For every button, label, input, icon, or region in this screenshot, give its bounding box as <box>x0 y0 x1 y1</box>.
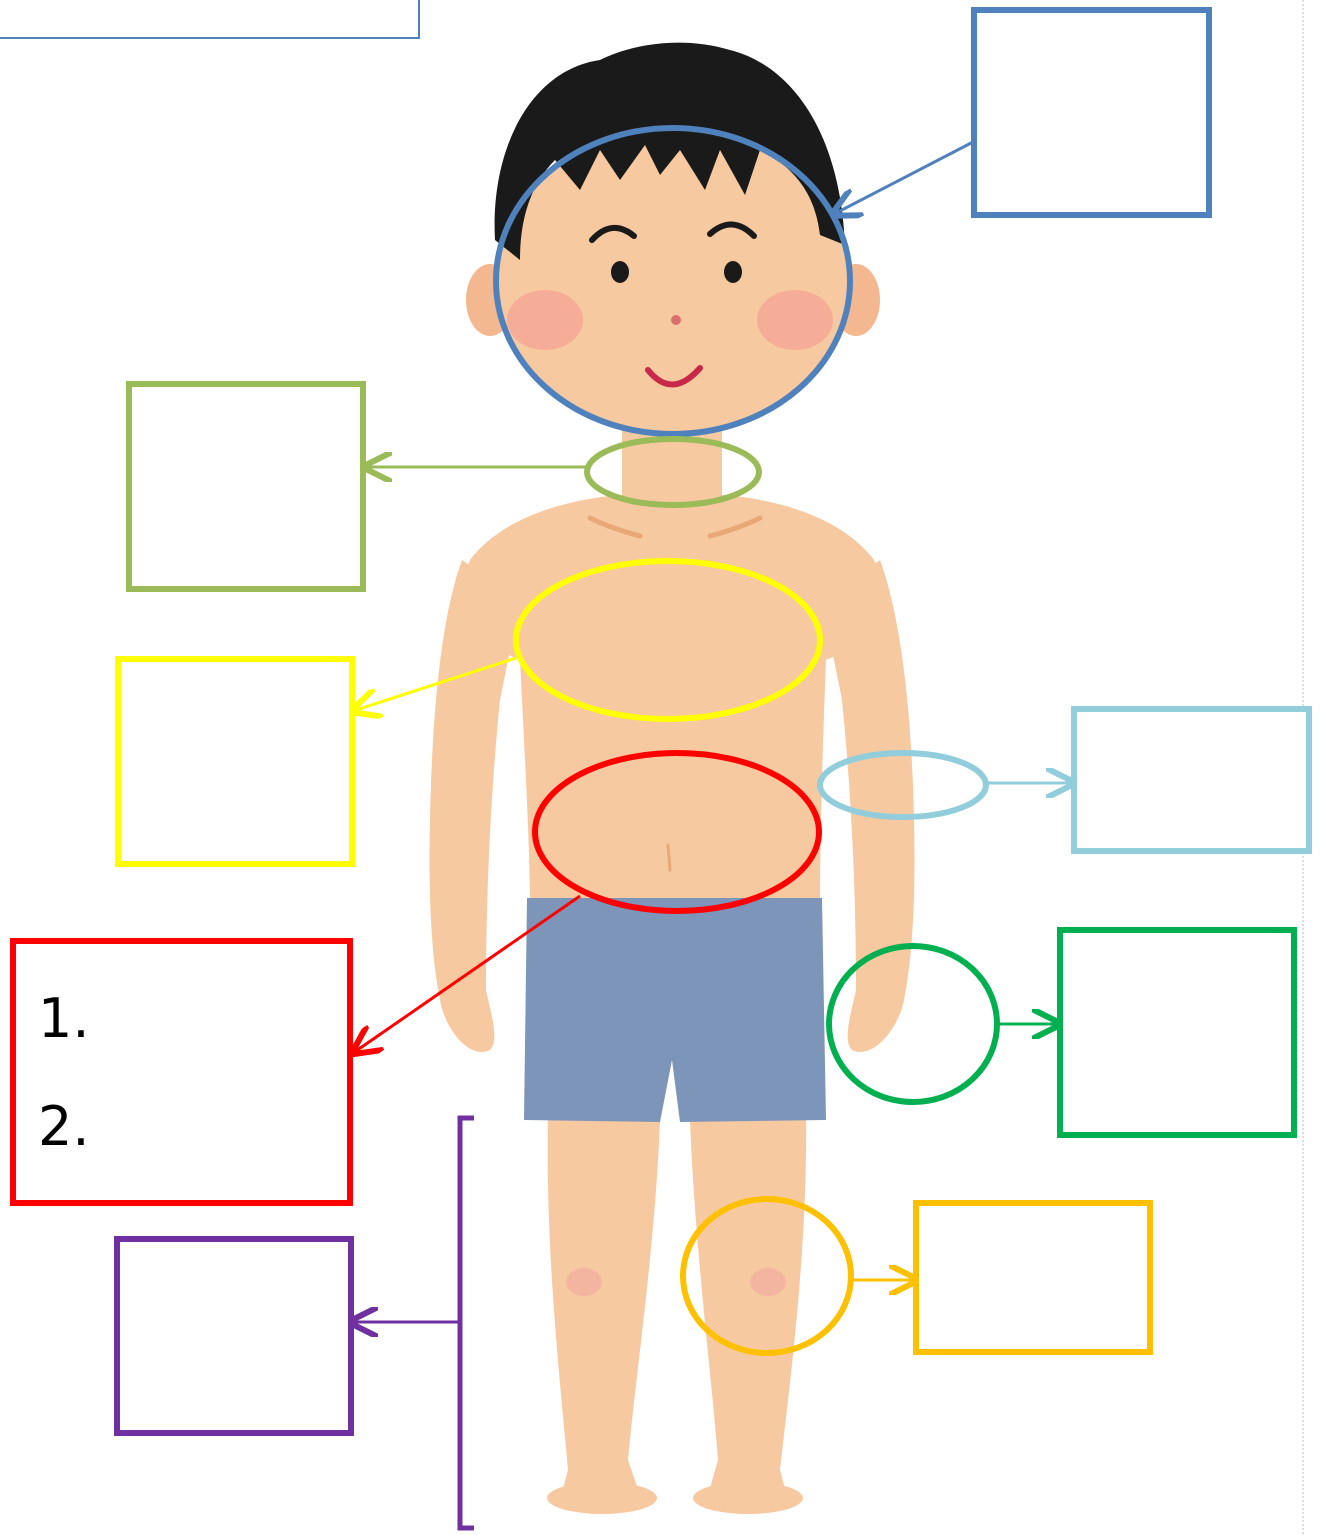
left-leg <box>548 1110 660 1505</box>
legs-answer-box[interactable] <box>117 1239 351 1433</box>
head-arrow <box>836 142 973 213</box>
chest-answer-box[interactable] <box>118 659 352 864</box>
left-eye <box>611 261 629 283</box>
right-cheek <box>757 290 833 350</box>
hand-answer-box[interactable] <box>1060 930 1294 1135</box>
knee-answer-box[interactable] <box>916 1203 1150 1352</box>
head-answer-box[interactable] <box>974 10 1209 215</box>
right-leg <box>690 1110 806 1505</box>
nose <box>671 315 681 325</box>
boy-figure <box>429 43 914 1514</box>
left-foot <box>547 1482 657 1514</box>
right-knee-blush <box>750 1268 786 1296</box>
shorts <box>524 898 826 1122</box>
left-knee-blush <box>566 1268 602 1296</box>
title-box[interactable] <box>0 0 419 38</box>
left-cheek <box>507 290 583 350</box>
neck-answer-box[interactable] <box>129 384 363 589</box>
abdomen-item-2: 2. <box>38 1095 90 1158</box>
legs-bracket <box>460 1118 474 1528</box>
right-foot <box>693 1482 803 1514</box>
abdomen-answer-box[interactable] <box>13 941 350 1203</box>
arm-answer-box[interactable] <box>1074 709 1309 851</box>
abdomen-item-1: 1. <box>38 987 90 1050</box>
right-eye <box>724 261 742 283</box>
